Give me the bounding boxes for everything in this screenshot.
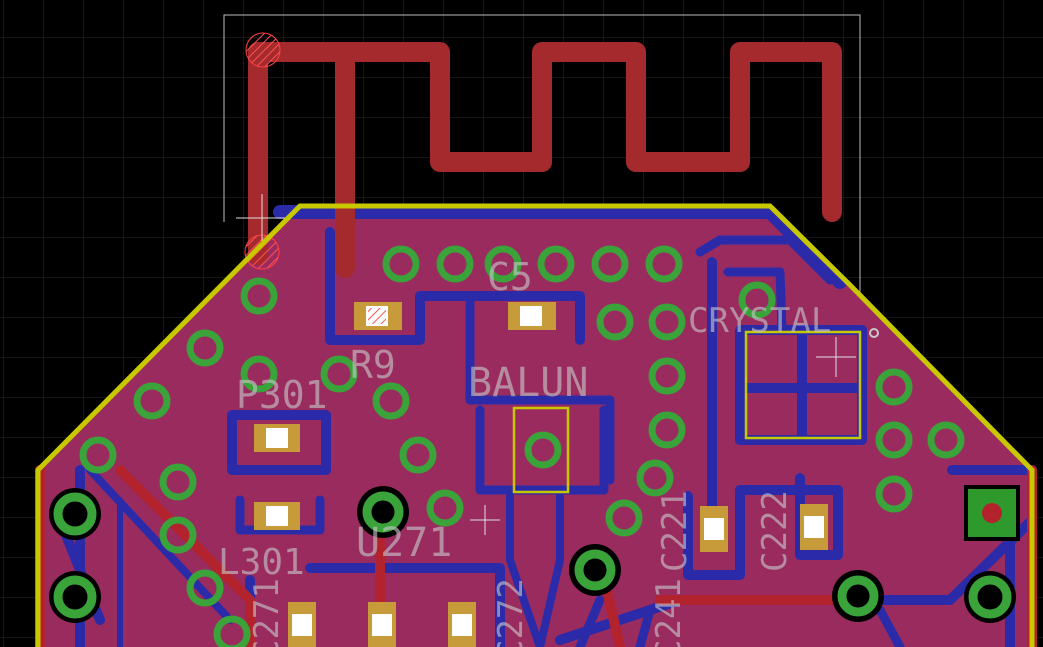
bottom-copper-layer <box>55 205 1037 647</box>
silkscreen-labels: C5 R9 P301 BALUN CRYSTAL L301 U271 C221 … <box>218 255 831 647</box>
antenna-feed-pad[interactable] <box>245 32 281 68</box>
label-balun: BALUN <box>468 360 588 406</box>
crosshair-icon <box>236 194 856 535</box>
via-icon[interactable] <box>79 245 965 647</box>
label-r9: R9 <box>350 343 396 387</box>
crystal-outline <box>744 330 862 440</box>
label-c271: C271 <box>247 578 287 647</box>
pad-icon[interactable] <box>49 485 1020 623</box>
label-crystal: CRYSTAL <box>688 301 831 341</box>
label-c241: C241 <box>649 578 689 647</box>
crystal-pin1-marker <box>869 328 879 338</box>
antenna-keepout-frame <box>223 14 861 300</box>
label-c5: C5 <box>487 255 533 299</box>
balun-outline <box>512 406 570 494</box>
smd-pads[interactable] <box>254 302 828 647</box>
board-outline <box>35 203 1035 647</box>
label-c221: C221 <box>655 490 695 572</box>
label-c272: C272 <box>491 578 531 647</box>
meander-antenna <box>248 42 842 278</box>
label-u271: U271 <box>356 520 452 566</box>
label-p301: P301 <box>236 373 328 417</box>
label-l301: L301 <box>218 542 305 583</box>
label-c222: C222 <box>755 490 795 572</box>
